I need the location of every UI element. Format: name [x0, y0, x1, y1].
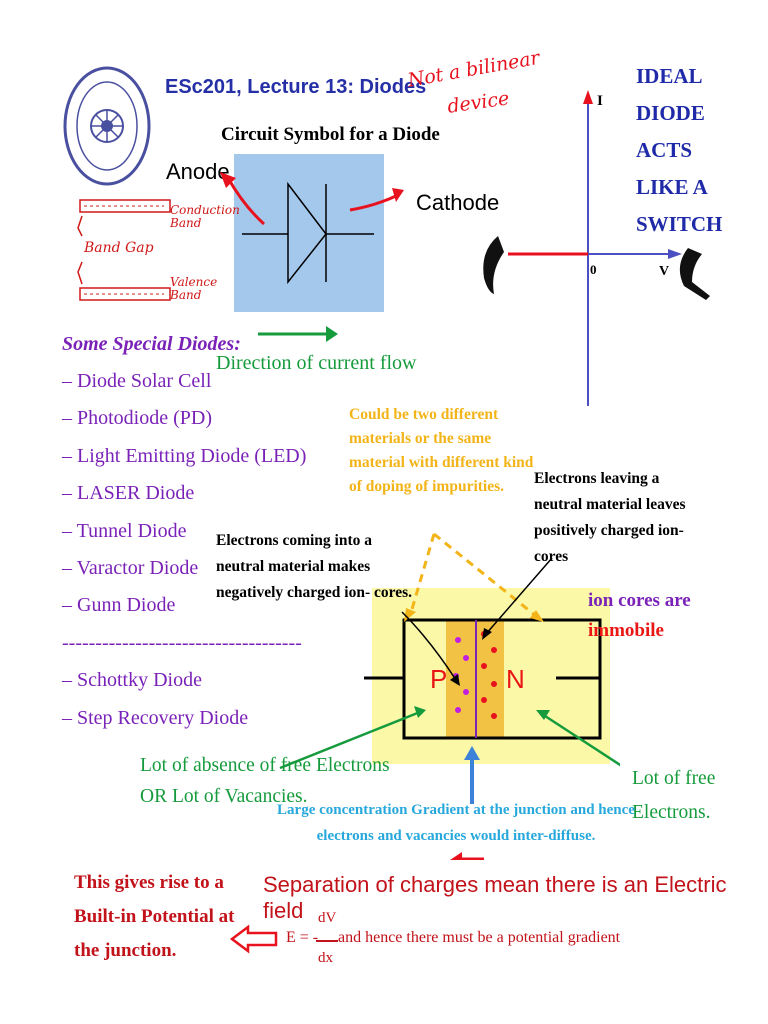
- equation-lhs: E = -: [286, 929, 319, 946]
- axis-i-label: I: [597, 93, 603, 109]
- list-item: – Photodiode (PD): [62, 407, 212, 430]
- vacancies-note: Lot of absence of free Electrons OR Lot …: [140, 750, 390, 812]
- ideal-diode-text: IDEAL DIODE ACTS LIKE A SWITCH: [636, 58, 722, 243]
- band-conduction-label: Conduction Band: [170, 203, 240, 230]
- free-electrons-note: Lot of free Electrons.: [632, 762, 715, 830]
- list-item: – Varactor Diode: [62, 557, 199, 580]
- p-region-label: P: [430, 664, 448, 694]
- equation-denominator: dx: [318, 950, 333, 966]
- junction-arrows: [279, 532, 620, 860]
- special-diodes-list: – Diode Solar Cell – Photodiode (PD) – L…: [62, 363, 306, 737]
- material-note: Could be two different materials or the …: [349, 406, 534, 495]
- ideal-line: IDEAL: [636, 64, 703, 88]
- electrons-leaving-note: Electrons leaving a neutral material lea…: [534, 470, 686, 565]
- red-arrows: [220, 172, 404, 226]
- list-item: – LASER Diode: [62, 482, 195, 505]
- cathode-label: Cathode: [416, 190, 500, 215]
- ion-cores-note: ion cores are immobile: [588, 586, 691, 646]
- circuit-caption: Circuit Symbol for a Diode: [221, 124, 440, 145]
- diode-symbol-box: [234, 154, 384, 312]
- list-item: – Diode Solar Cell: [62, 370, 212, 392]
- hollow-left-arrow: [230, 924, 278, 954]
- list-item: – Gunn Diode: [62, 594, 176, 617]
- special-diodes-title: Some Special Diodes:: [62, 333, 241, 355]
- equation-text: and hence there must be a potential grad…: [338, 929, 621, 946]
- ion-cores-line2: immobile: [588, 620, 664, 641]
- lecture-title: ESc201, Lecture 13: Diodes: [165, 76, 427, 98]
- fraction-bar: [316, 940, 338, 942]
- axis-origin-label: 0: [590, 262, 597, 277]
- band-valence-label: Valence Band: [170, 275, 218, 302]
- built-in-line: the junction.: [74, 940, 177, 961]
- list-item: – Step Recovery Diode: [62, 706, 249, 729]
- institute-logo: [62, 62, 152, 190]
- ideal-line: ACTS: [636, 138, 693, 162]
- ideal-line: LIKE A: [636, 175, 708, 199]
- ideal-line: SWITCH: [636, 212, 723, 236]
- vacancies-line1: Lot of absence of free Electrons: [140, 755, 390, 776]
- axis-v-label: V: [659, 264, 670, 279]
- ion-cores-line1: ion cores are: [588, 590, 691, 611]
- list-item: – Schottky Diode: [62, 669, 202, 692]
- equation-numerator: dV: [318, 910, 337, 926]
- anode-label: Anode: [166, 159, 230, 184]
- built-in-line: This gives rise to a: [74, 872, 224, 893]
- n-region-label: N: [506, 664, 525, 694]
- band-sketch: [77, 199, 171, 301]
- band-gap-label: Band Gap: [84, 240, 154, 256]
- built-in-potential-note: This gives rise to a Built-in Potential …: [74, 866, 234, 968]
- ideal-line: DIODE: [636, 101, 705, 125]
- free-electrons-line1: Lot of free: [632, 768, 716, 789]
- current-direction-arrow: [258, 326, 338, 342]
- list-divider: ------------------------------------: [62, 631, 302, 654]
- current-direction-label: Direction of current flow: [216, 352, 417, 374]
- electric-field-heading: Separation of charges mean there is an E…: [263, 872, 727, 923]
- list-item: – Tunnel Diode: [62, 519, 187, 542]
- iv-axes: [483, 90, 710, 406]
- electrons-coming-note: Electrons coming into a neutral material…: [216, 532, 413, 601]
- gradient-note: Large concentration Gradient at the junc…: [277, 802, 635, 844]
- handwritten-note-line1: Not a bilinear: [406, 46, 542, 92]
- free-electrons-line2: Electrons.: [632, 802, 711, 823]
- built-in-line: Built-in Potential at: [74, 906, 235, 927]
- vacancies-line2: OR Lot of Vacancies.: [140, 786, 308, 807]
- list-item: – Light Emitting Diode (LED): [62, 444, 307, 467]
